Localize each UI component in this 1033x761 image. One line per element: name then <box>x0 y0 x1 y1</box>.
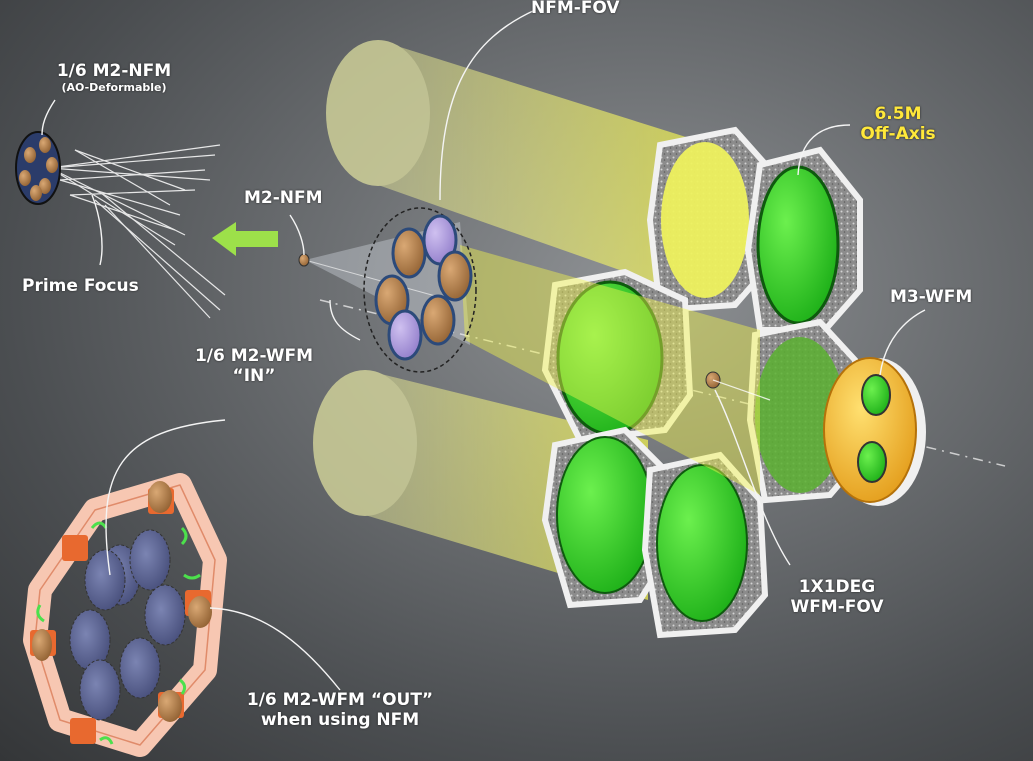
m2-nfm-sixth-text: 1/6 M2-NFM <box>56 61 172 81</box>
ao-deformable-text: (AO-Deformable) <box>61 81 167 95</box>
leader-wfm-fov <box>714 389 791 566</box>
leader-m2-nfm <box>289 214 305 256</box>
wfm-fov-line1: 1X1DEG <box>798 577 876 597</box>
green-direction-arrow <box>212 222 278 256</box>
m2-wfm-secondary <box>363 207 477 373</box>
m2-wfm-in-line1: 1/6 M2-WFM <box>194 346 314 366</box>
primary-mirror-segments <box>541 126 864 639</box>
leader-nfm-fov <box>439 9 536 201</box>
m2-nfm-sixth-assembly <box>15 131 226 319</box>
leader-m2-wfm-in <box>329 299 361 341</box>
m2-wfm-out-assembly <box>23 473 227 757</box>
wfm-fov-label: 1X1DEG WFM-FOV <box>782 577 892 618</box>
m2-nfm-label: M2-NFM <box>244 188 323 208</box>
middle-beam <box>460 245 760 495</box>
m2-nfm-sixth-label: 1/6 M2-NFM (AO-Deformable) <box>34 61 194 95</box>
m2-wfm-out-line1: 1/6 M2-WFM “OUT” <box>246 690 434 710</box>
wfm-fov-line2: WFM-FOV <box>790 597 884 618</box>
leader-m2-wfm-out <box>209 607 341 691</box>
leader-prime-focus <box>91 194 103 266</box>
nfm-fov-label: NFM-FOV <box>531 0 620 18</box>
m2-nfm-small-mirror <box>298 253 310 267</box>
m2-wfm-in-line2: “IN” <box>232 366 276 387</box>
off-axis-text: Off-Axis <box>860 124 936 145</box>
leader-m2-wfm-in-out <box>105 419 226 576</box>
m3-wfm-mirror <box>823 357 926 506</box>
off-axis-label: 6.5M Off-Axis <box>848 104 948 145</box>
m3-wfm-label: M3-WFM <box>890 287 973 307</box>
m2-wfm-out-label: 1/6 M2-WFM “OUT” when using NFM <box>240 690 440 731</box>
leader-off-axis <box>797 124 851 176</box>
m2-wfm-in-label: 1/6 M2-WFM “IN” <box>184 346 324 387</box>
leader-m3-wfm <box>879 309 926 376</box>
prime-focus-label: Prime Focus <box>22 276 139 296</box>
mirror-size-text: 6.5M <box>874 104 922 124</box>
m2-wfm-out-line2: when using NFM <box>260 710 420 731</box>
leader-m2-nfm-sixth <box>41 99 56 136</box>
